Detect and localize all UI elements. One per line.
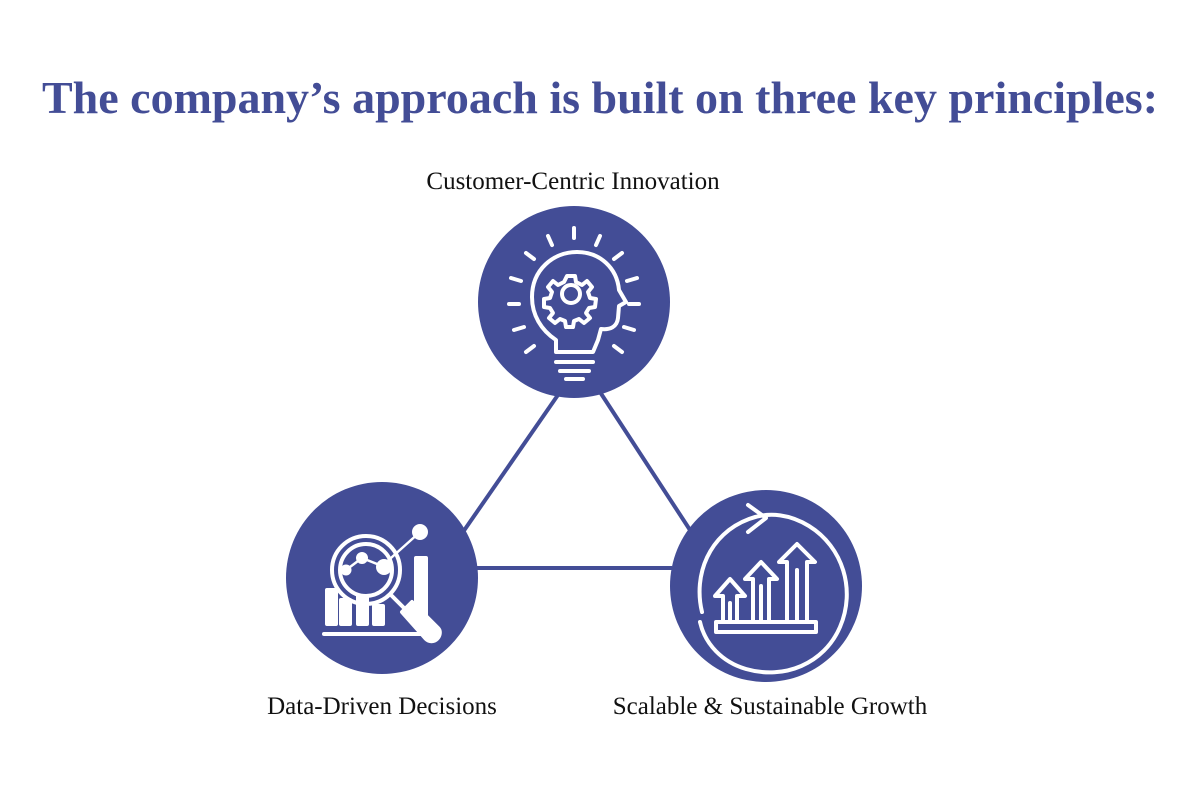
triangle-connectors: [461, 390, 692, 570]
label-scalable-sustainable-growth: Scalable & Sustainable Growth: [612, 693, 928, 720]
node-customer-centric-innovation: [478, 206, 670, 398]
connector-top-left: [461, 390, 562, 534]
label-customer-centric-innovation: Customer-Centric Innovation: [426, 168, 720, 195]
page-title: The company’s approach is built on three…: [41, 72, 1159, 123]
label-data-driven-decisions: Data-Driven Decisions: [267, 693, 497, 720]
lightbulb-head-gear-icon: [507, 226, 641, 381]
node-data-driven-decisions: [286, 482, 478, 674]
magnifier-analytics-icon: [322, 524, 442, 644]
node-scalable-sustainable-growth: [670, 490, 862, 682]
connector-top-right: [598, 390, 692, 532]
growth-arrows-icon: [697, 503, 849, 675]
node-circle: [286, 482, 478, 674]
